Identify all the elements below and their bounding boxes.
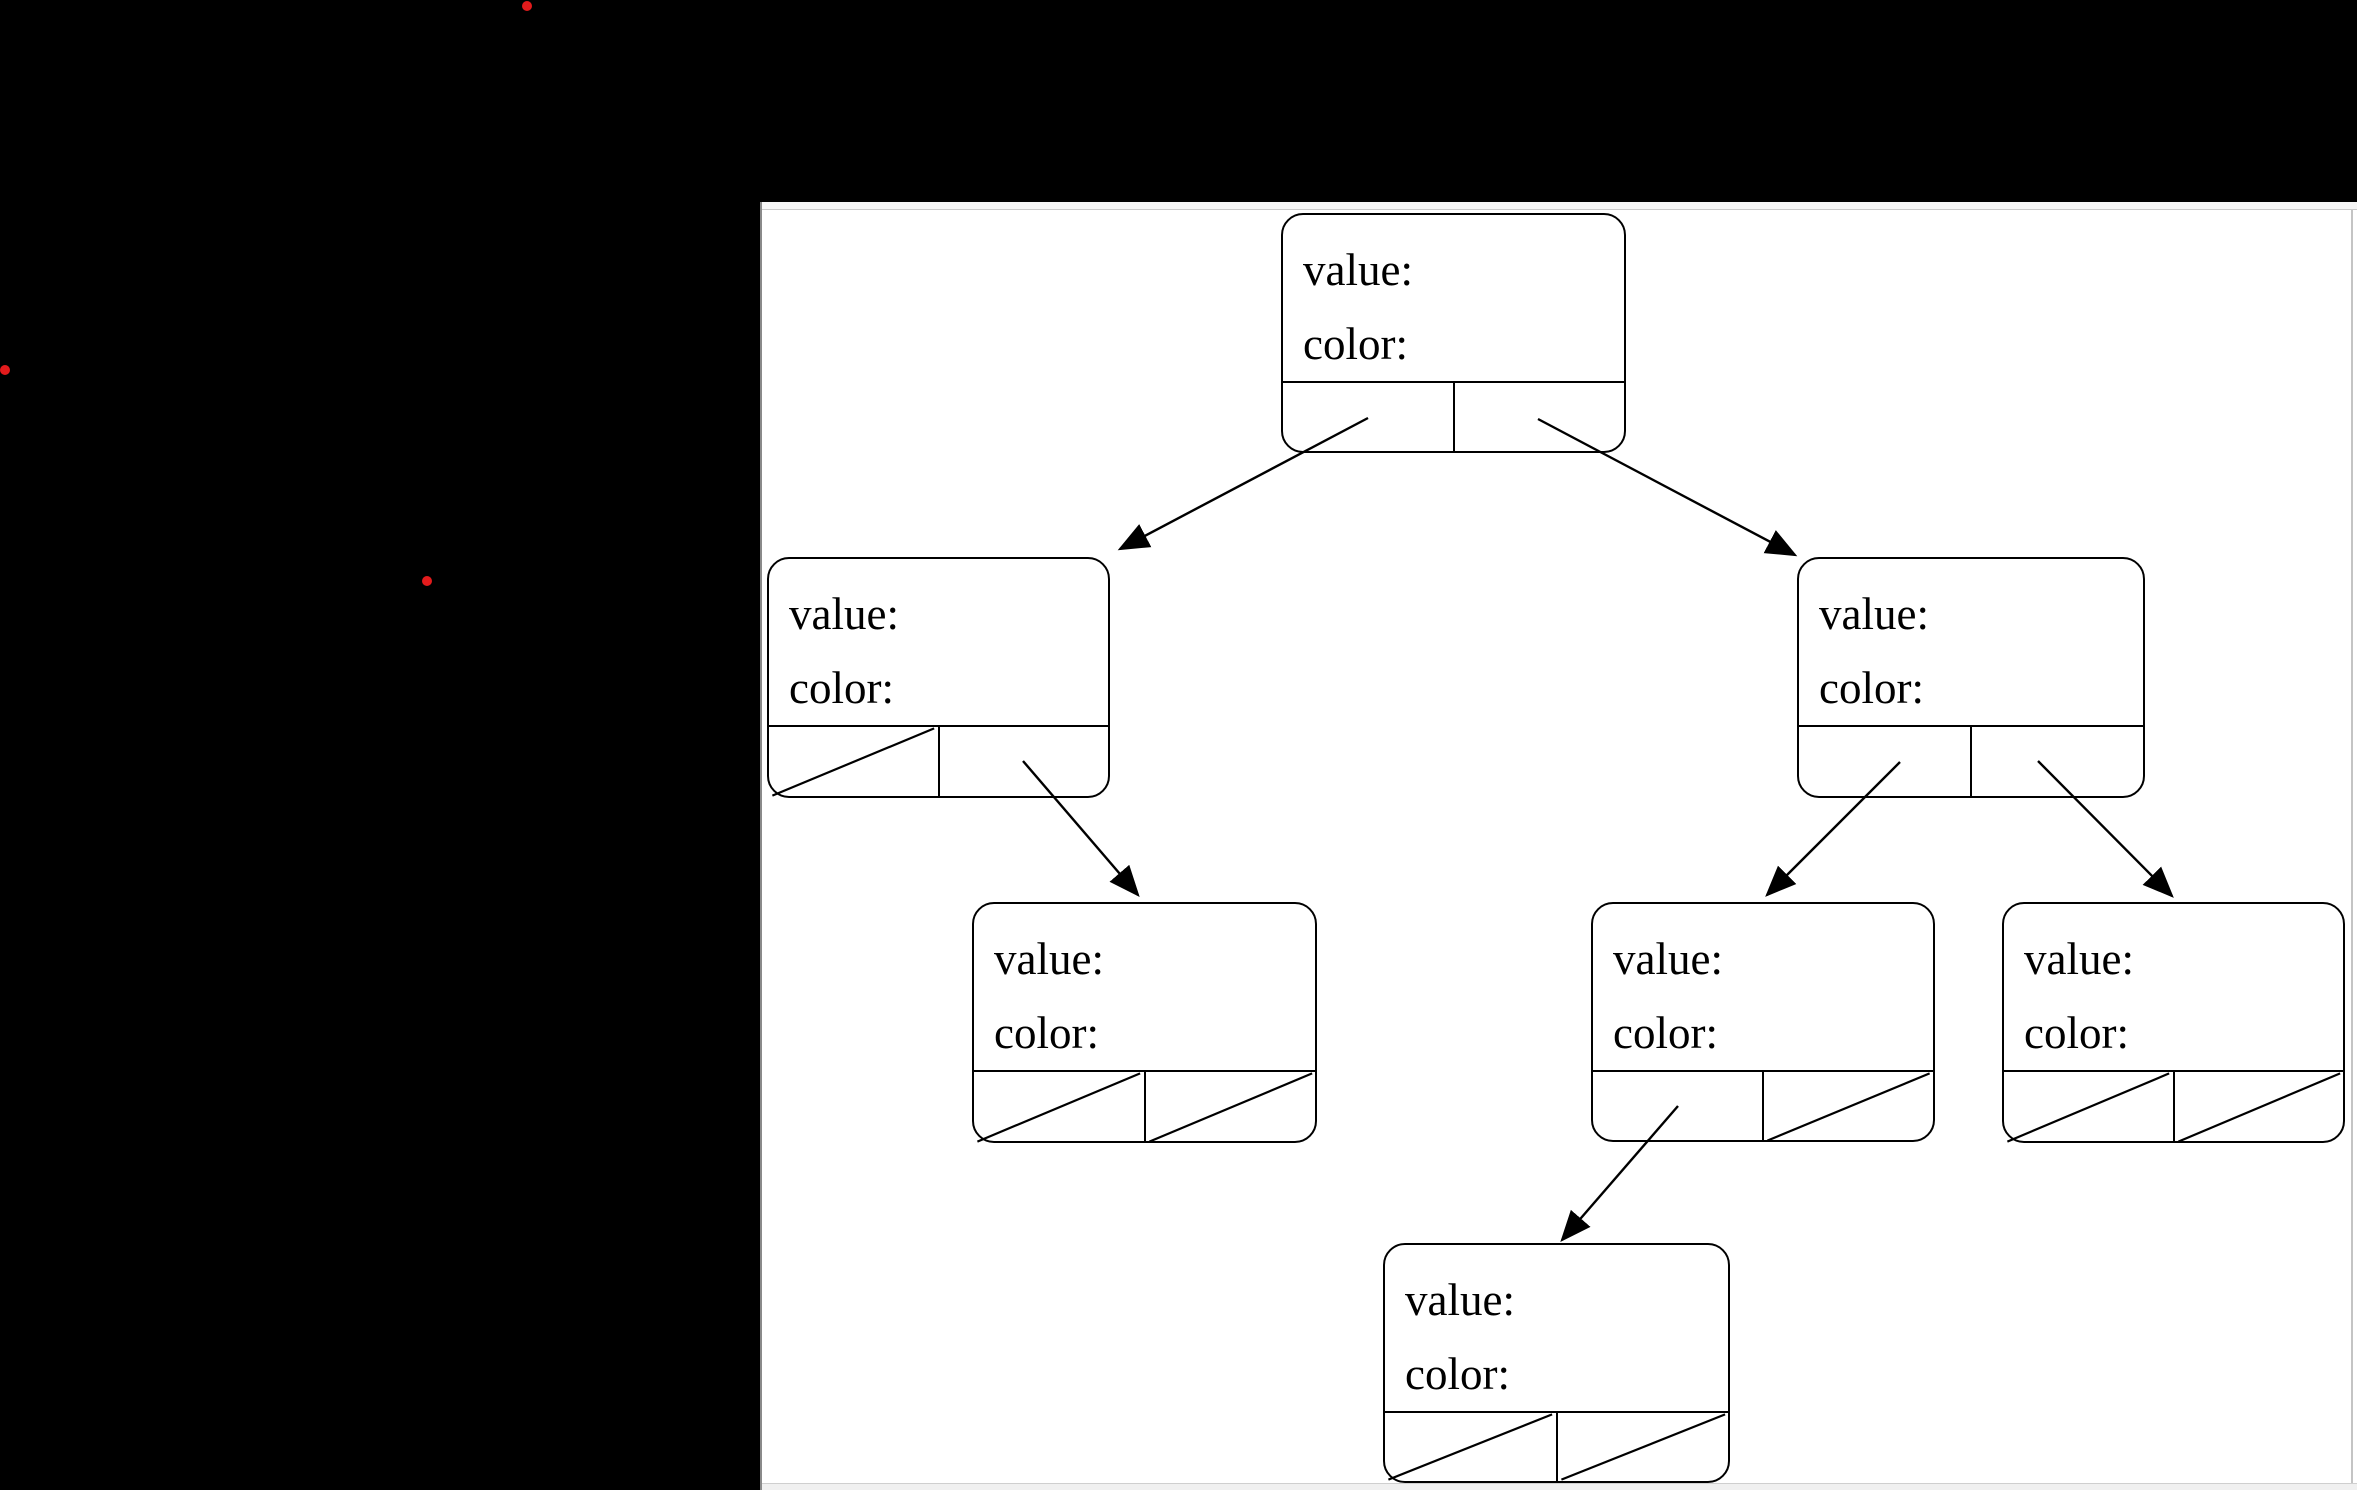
right-pointer-cell (1764, 1072, 1933, 1142)
pointer-row (1283, 381, 1624, 451)
color-label: color: (789, 663, 894, 713)
color-label: color: (2024, 1008, 2129, 1058)
null-pointer-slash (2004, 1072, 2173, 1143)
red-dot (522, 1, 532, 11)
node-labels: value: color: (1593, 904, 1933, 1070)
pointer-row (1593, 1070, 1933, 1142)
null-pointer-slash (1764, 1072, 1933, 1142)
null-pointer-slash (1385, 1413, 1556, 1481)
page-top-edge (762, 202, 2357, 210)
node-labels: value: color: (2004, 904, 2343, 1070)
red-dot (0, 365, 10, 375)
value-label: value: (1819, 589, 1929, 639)
right-pointer-cell (1558, 1413, 1729, 1481)
color-label: color: (1613, 1008, 1718, 1058)
node-labels: value: color: (1283, 215, 1624, 381)
right-pointer-cell (2175, 1072, 2344, 1143)
color-label: color: (1303, 319, 1408, 369)
page-bottom-edge (762, 1483, 2357, 1490)
value-label: value: (1613, 934, 1723, 984)
right-pointer-cell (1455, 383, 1625, 451)
tree-node-root: value: color: (1281, 213, 1626, 453)
value-label: value: (1303, 245, 1413, 295)
red-dot (422, 576, 432, 586)
color-label: color: (1405, 1349, 1510, 1399)
tree-node-right-right-grandchild: value: color: (2002, 902, 2345, 1143)
right-pointer-cell (1146, 1072, 1316, 1143)
value-label: value: (994, 934, 1104, 984)
left-pointer-cell (769, 727, 940, 797)
null-pointer-slash (974, 1072, 1144, 1143)
left-pointer-cell (1283, 383, 1455, 451)
pointer-row (769, 725, 1108, 797)
left-pointer-cell (974, 1072, 1146, 1143)
tree-node-left-right-grandchild: value: color: (972, 902, 1317, 1143)
null-pointer-slash (1146, 1072, 1316, 1143)
value-label: value: (789, 589, 899, 639)
node-labels: value: color: (769, 559, 1108, 725)
pointer-row (974, 1070, 1315, 1143)
value-label: value: (2024, 934, 2134, 984)
pointer-row (1385, 1411, 1728, 1481)
tree-node-right-left-grandchild: value: color: (1591, 902, 1935, 1142)
tree-node-left-child: value: color: (767, 557, 1110, 798)
left-pointer-cell (2004, 1072, 2175, 1143)
left-pointer-cell (1385, 1413, 1558, 1481)
null-pointer-slash (769, 727, 938, 797)
pointer-row (1799, 725, 2143, 797)
pointer-row (2004, 1070, 2343, 1143)
color-label: color: (1819, 663, 1924, 713)
tree-node-bottom-node: value: color: (1383, 1243, 1730, 1483)
right-pointer-cell (940, 727, 1109, 797)
null-pointer-slash (1558, 1413, 1729, 1481)
color-label: color: (994, 1008, 1099, 1058)
left-pointer-cell (1593, 1072, 1764, 1142)
page-right-edge (2351, 210, 2353, 1483)
value-label: value: (1405, 1275, 1515, 1325)
node-labels: value: color: (1385, 1245, 1728, 1411)
tree-node-right-child: value: color: (1797, 557, 2145, 798)
left-pointer-cell (1799, 727, 1972, 797)
null-pointer-slash (2175, 1072, 2344, 1143)
right-pointer-cell (1972, 727, 2143, 797)
node-labels: value: color: (1799, 559, 2143, 725)
node-labels: value: color: (974, 904, 1315, 1070)
